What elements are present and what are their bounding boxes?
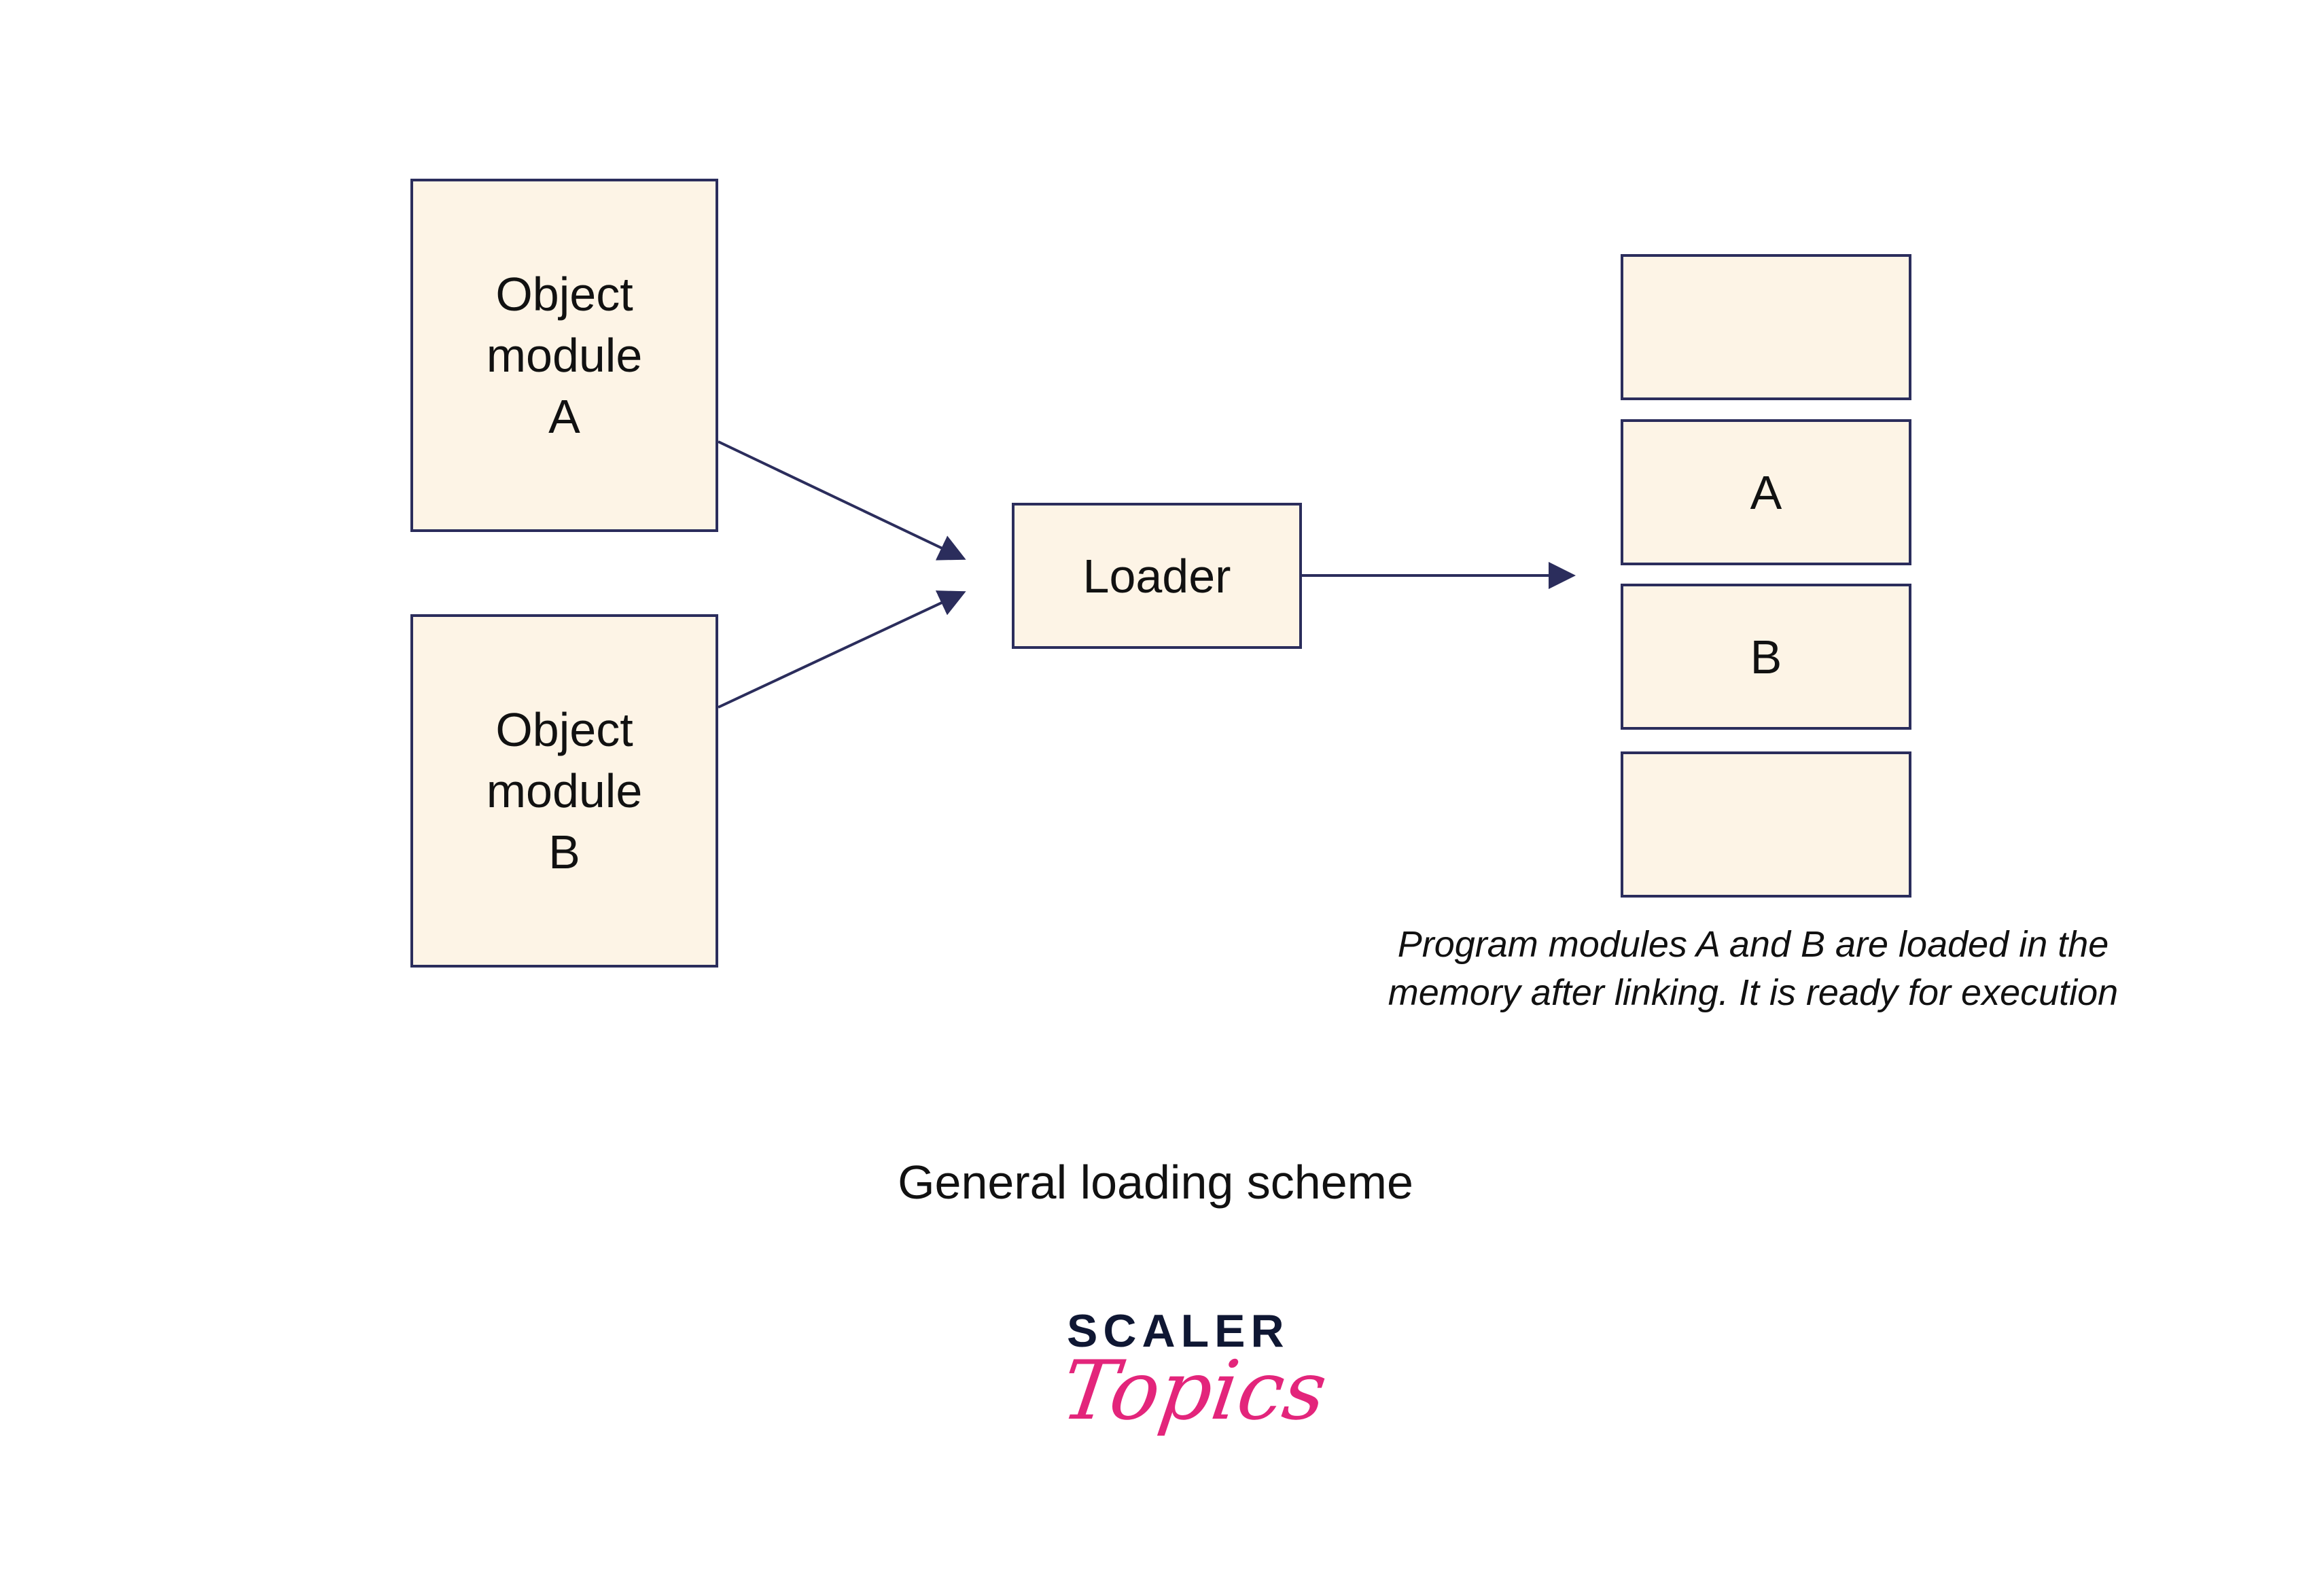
object-module-b-label: Object module B <box>486 703 643 879</box>
scaler-topics-logo: SCALER Topics <box>1033 1305 1332 1481</box>
loader-box: Loader <box>1012 503 1302 649</box>
memory-slot-1 <box>1621 254 1911 400</box>
logo-script: Topics <box>1056 1344 1333 1438</box>
arrow-a-to-loader <box>718 440 966 561</box>
memory-slot-2: A <box>1621 419 1911 565</box>
object-module-a-box: Object module A <box>410 179 718 532</box>
object-module-a-label: Object module A <box>486 268 643 443</box>
memory-slot-2-label: A <box>1750 465 1782 519</box>
memory-slot-3: B <box>1621 584 1911 730</box>
object-module-b-box: Object module B <box>410 614 718 968</box>
memory-slot-3-label: B <box>1750 630 1782 684</box>
memory-slot-4 <box>1621 751 1911 898</box>
logo-word: SCALER <box>1067 1305 1290 1357</box>
loader-label: Loader <box>1082 549 1231 603</box>
arrow-b-to-loader <box>718 590 966 709</box>
memory-caption: Program modules A and B are loaded in th… <box>1388 924 2119 1013</box>
diagram-title: General loading scheme <box>898 1156 1413 1209</box>
